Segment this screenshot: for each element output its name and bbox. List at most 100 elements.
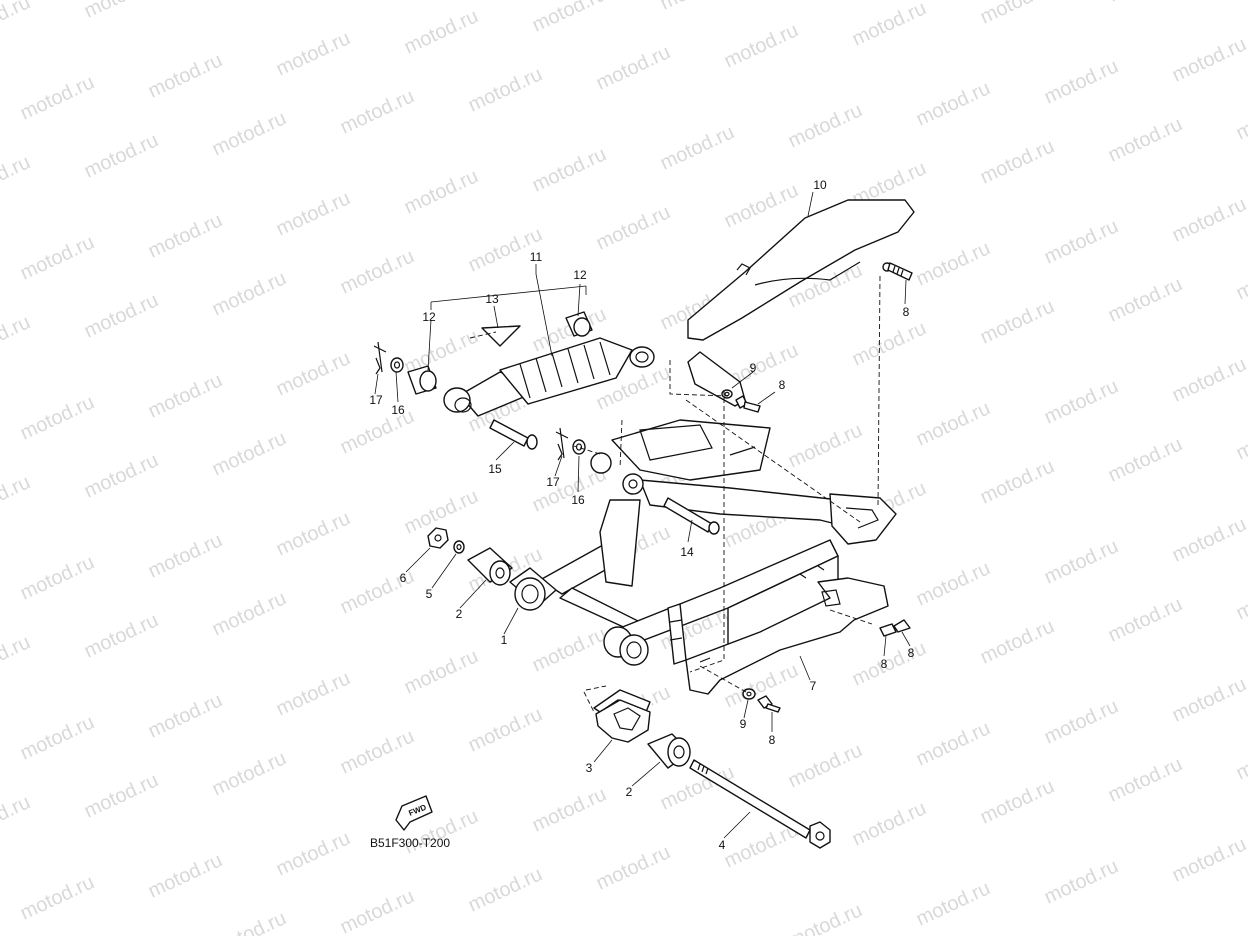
watermark-text: motod.ru: [17, 71, 98, 124]
label-part-7: 7: [810, 679, 817, 693]
label-part-8-bottom: 8: [769, 733, 776, 747]
watermark-text: motod.ru: [209, 107, 290, 160]
label-part-8-mid: 8: [779, 378, 786, 392]
watermark-text: motod.ru: [145, 689, 226, 742]
seal-part-3: [593, 689, 651, 743]
label-part-3: 3: [586, 761, 593, 775]
watermark-text: motod.ru: [593, 841, 674, 894]
watermark-text: motod.ru: [81, 289, 162, 342]
watermark-text: motod.ru: [1233, 731, 1248, 784]
watermark-text: motod.ru: [849, 637, 930, 690]
watermark-text: motod.ru: [657, 0, 738, 15]
watermark-text: motod.ru: [81, 609, 162, 662]
watermark-text: motod.ru: [721, 179, 802, 232]
chain-case-part-10: [687, 199, 915, 341]
watermark-text: motod.ru: [465, 863, 546, 916]
watermark-text: motod.ru: [1233, 251, 1248, 304]
watermark-text: motod.ru: [0, 0, 34, 45]
watermark-text: motod.ru: [81, 0, 162, 23]
watermark-text: motod.ru: [1233, 91, 1248, 144]
watermark-text: motod.ru: [1041, 55, 1122, 108]
label-part-12-left: 12: [422, 310, 436, 324]
watermark-text: motod.ru: [1105, 433, 1186, 486]
label-part-8-guard-left: 8: [881, 657, 888, 671]
watermark-text: motod.ru: [17, 551, 98, 604]
leader-lines: [374, 191, 911, 839]
washer-part-16-top: [390, 357, 404, 373]
bushing-part-2-upper: [467, 547, 513, 586]
watermark-text: motod.ru: [1041, 375, 1122, 428]
label-part-14: 14: [680, 545, 694, 559]
label-part-8-top: 8: [903, 305, 910, 319]
watermark-text: motod.ru: [913, 877, 994, 930]
watermark-text: motod.ru: [81, 449, 162, 502]
watermark-text: motod.ru: [145, 209, 226, 262]
watermark-text: motod.ru: [81, 129, 162, 182]
watermark-text: motod.ru: [1105, 273, 1186, 326]
label-part-9-top: 9: [750, 361, 757, 375]
pivot-shaft-part-4: [689, 759, 831, 849]
watermark-text: motod.ru: [0, 151, 34, 204]
watermark-text: motod.ru: [529, 623, 610, 676]
watermark-text: motod.ru: [145, 849, 226, 902]
watermark-text: motod.ru: [81, 769, 162, 822]
watermark-text: motod.ru: [145, 529, 226, 582]
washer-part-9-bottom: [742, 688, 756, 700]
bolt-part-14: [663, 497, 720, 535]
bolt-part-8-bottom: [757, 695, 781, 713]
watermark-text: motod.ru: [913, 77, 994, 130]
watermark-text: motod.ru: [17, 231, 98, 284]
watermark-text: motod.ru: [465, 703, 546, 756]
bushing-part-12-right: [565, 311, 593, 337]
watermark-text: motod.ru: [785, 419, 866, 472]
watermark-text: motod.ru: [209, 427, 290, 480]
label-part-10: 10: [813, 178, 827, 192]
watermark-text: motod.ru: [1041, 695, 1122, 748]
watermark-text: motod.ru: [913, 237, 994, 290]
chain-guard-part-7: [685, 577, 889, 695]
watermark-text: motod.ru: [401, 5, 482, 58]
watermark-text: motod.ru: [337, 405, 418, 458]
label-part-2-lower: 2: [626, 785, 633, 799]
watermark-text: motod.ru: [913, 557, 994, 610]
watermark-text: motod.ru: [1169, 673, 1248, 726]
watermark-text: motod.ru: [1169, 193, 1248, 246]
watermark-text: motod.ru: [337, 245, 418, 298]
callout-labels: 10 11 12 8 13 12 9 8 17 16 15 17 16 14 6…: [369, 178, 914, 852]
watermark-text: motod.ru: [209, 907, 290, 936]
washer-part-5: [453, 540, 465, 554]
label-part-2-upper: 2: [456, 607, 463, 621]
watermark-text: motod.ru: [17, 391, 98, 444]
watermark-text: motod.ru: [977, 775, 1058, 828]
bushing-pivot-right: [603, 626, 649, 666]
bolt-part-15: [489, 419, 538, 450]
label-part-16-mid: 16: [571, 493, 585, 507]
watermark-text: motod.ru: [657, 121, 738, 174]
bolt-part-8-mid: [735, 395, 761, 413]
bushing-part-2-lower: [647, 733, 691, 769]
watermark-text: motod.ru: [337, 725, 418, 778]
watermark-text: motod.ru: [849, 0, 930, 51]
label-part-11: 11: [530, 250, 543, 264]
watermark-text: motod.ru: [273, 507, 354, 560]
watermark-text: motod.ru: [0, 471, 34, 524]
washer-part-16-mid: [572, 439, 586, 455]
watermark-text: motod.ru: [721, 19, 802, 72]
pin-part-17-mid: [555, 427, 569, 461]
watermark-text: motod.ru: [209, 0, 290, 1]
label-part-4: 4: [719, 838, 726, 852]
watermark-text: motod.ru: [913, 717, 994, 770]
watermark-text: motod.ru: [0, 631, 34, 684]
label-part-17-top: 17: [369, 393, 383, 407]
fwd-arrow-icon: FWD: [395, 795, 433, 831]
label-part-16-top: 16: [391, 403, 405, 417]
watermark-text: motod.ru: [337, 885, 418, 936]
watermark-text: motod.ru: [1169, 353, 1248, 406]
watermark-text: motod.ru: [977, 455, 1058, 508]
label-part-17-mid: 17: [546, 475, 560, 489]
watermark-text: motod.ru: [1233, 411, 1248, 464]
watermark-text: motod.ru: [1105, 113, 1186, 166]
watermark-text: motod.ru: [593, 201, 674, 254]
